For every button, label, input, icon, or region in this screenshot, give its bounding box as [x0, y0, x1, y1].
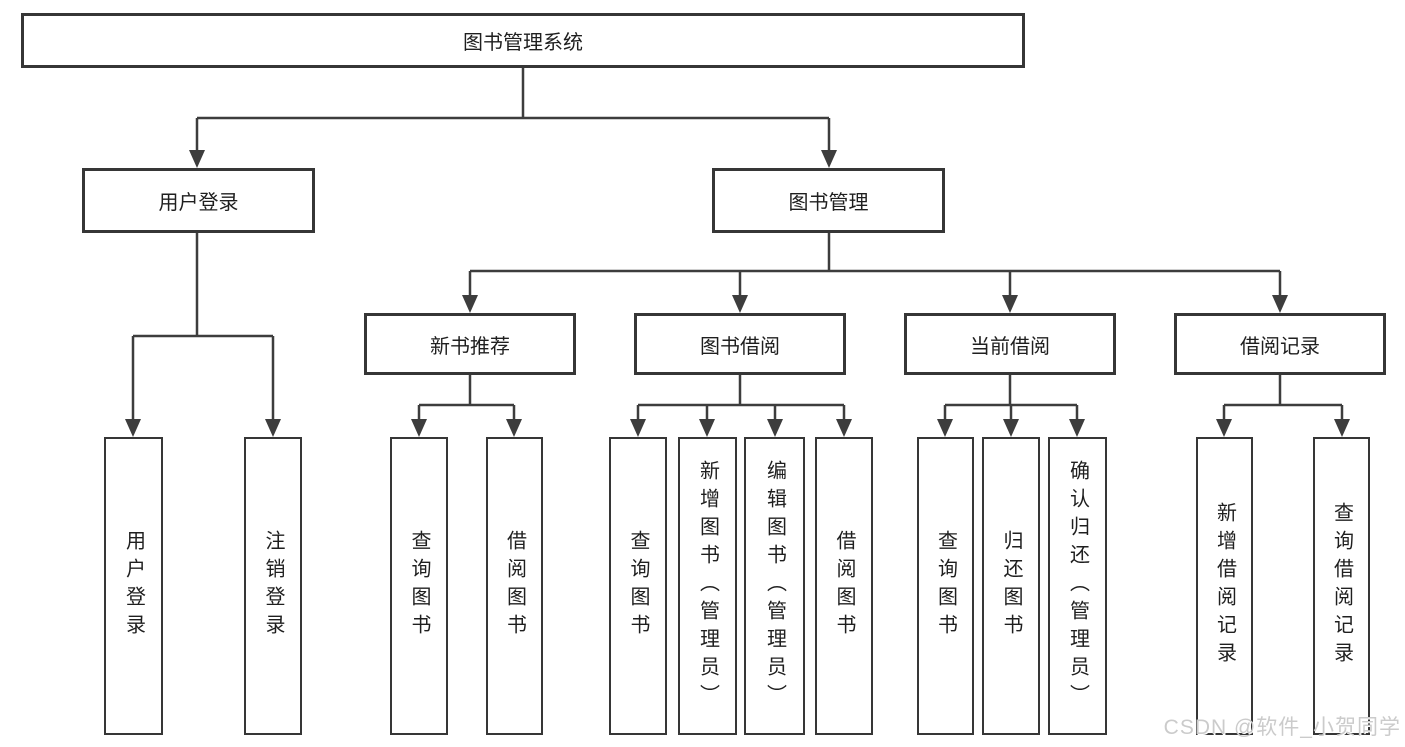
leaf-return-books-label: 归还图书 [1000, 530, 1022, 642]
leaf-borrow-books-recommend: 借阅图书 [486, 437, 543, 735]
node-book-management: 图书管理 [712, 168, 945, 233]
leaf-query-books-recommend: 查询图书 [390, 437, 448, 735]
node-user-login: 用户登录 [82, 168, 315, 233]
leaf-confirm-return-admin: 确认归还（管理员） [1048, 437, 1107, 735]
leaf-query-books-current-label: 查询图书 [934, 530, 957, 642]
csdn-watermark: CSDN @软件_小贺同学 [1163, 716, 1401, 739]
node-current-borrow: 当前借阅 [904, 313, 1116, 375]
leaf-query-books-recommend-label: 查询图书 [408, 530, 430, 642]
leaf-add-books-admin-label: 新增图书（管理员） [696, 460, 719, 712]
leaf-add-borrow-record-label: 新增借阅记录 [1213, 502, 1236, 670]
leaf-confirm-return-admin-label: 确认归还（管理员） [1066, 460, 1089, 712]
leaf-edit-books-admin: 编辑图书（管理员） [744, 437, 805, 735]
node-user-login-label: 用户登录 [158, 192, 239, 214]
leaf-borrow-books: 借阅图书 [815, 437, 873, 735]
leaf-query-borrow-record: 查询借阅记录 [1313, 437, 1370, 735]
node-root-label: 图书管理系统 [463, 32, 583, 54]
node-book-borrow-label: 图书借阅 [700, 335, 780, 358]
node-new-book-recommend: 新书推荐 [364, 313, 576, 375]
leaf-user-login-label: 用户登录 [122, 530, 145, 642]
leaf-logout-login: 注销登录 [244, 437, 302, 735]
leaf-edit-books-admin-label: 编辑图书（管理员） [763, 460, 786, 712]
leaf-query-books-current: 查询图书 [917, 437, 974, 735]
leaf-query-borrow-record-label: 查询借阅记录 [1330, 502, 1353, 670]
node-book-borrow: 图书借阅 [634, 313, 846, 375]
leaf-user-login: 用户登录 [104, 437, 163, 735]
node-root: 图书管理系统 [21, 13, 1025, 68]
leaf-query-books-borrow: 查询图书 [609, 437, 667, 735]
leaf-return-books: 归还图书 [982, 437, 1040, 735]
node-borrow-records-label: 借阅记录 [1240, 335, 1320, 358]
leaf-add-borrow-record: 新增借阅记录 [1196, 437, 1253, 735]
leaf-add-books-admin: 新增图书（管理员） [678, 437, 737, 735]
node-book-management-label: 图书管理 [788, 192, 869, 214]
leaf-logout-login-label: 注销登录 [262, 530, 284, 642]
node-current-borrow-label: 当前借阅 [970, 335, 1050, 358]
leaf-borrow-books-label: 借阅图书 [833, 530, 855, 642]
leaf-borrow-books-recommend-label: 借阅图书 [503, 530, 526, 642]
leaf-query-books-borrow-label: 查询图书 [627, 530, 649, 642]
node-borrow-records: 借阅记录 [1174, 313, 1386, 375]
node-new-book-recommend-label: 新书推荐 [430, 335, 510, 358]
